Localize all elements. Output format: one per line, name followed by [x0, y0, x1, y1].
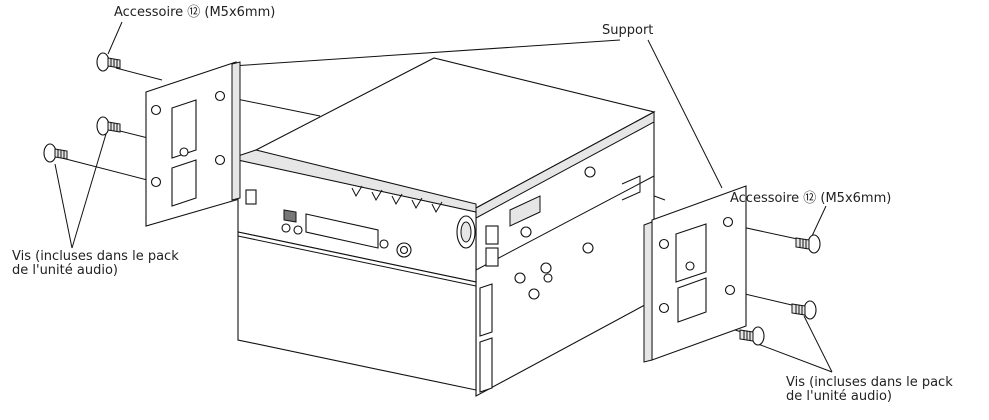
audio-unit [237, 57, 656, 397]
screw-left-lower [43, 143, 68, 163]
label-screws-right-line1: Vis (incluses dans le pack [786, 375, 953, 390]
screw-accessory-top-left [96, 52, 121, 72]
screw-right-lower [739, 326, 765, 346]
label-support: Support [602, 23, 654, 38]
screw-accessory-right [795, 234, 821, 254]
label-screws-right-line2: de l'unité audio) [786, 389, 892, 404]
label-screws-right: Vis (incluses dans le pack de l'unité au… [786, 376, 953, 404]
label-accessory-top-left: Accessoire ⑫ (M5x6mm) [114, 5, 276, 20]
screw-left-upper [96, 116, 121, 136]
left-bracket [145, 61, 241, 227]
label-screws-left-line1: Vis (incluses dans le pack [12, 249, 179, 264]
screw-right-upper [791, 300, 817, 320]
label-screws-left: Vis (incluses dans le pack de l'unité au… [12, 250, 179, 278]
right-bracket [643, 185, 747, 363]
label-screws-left-line2: de l'unité audio) [12, 263, 118, 278]
label-accessory-right: Accessoire ⑫ (M5x6mm) [730, 191, 892, 206]
leader-lines [54, 21, 833, 373]
